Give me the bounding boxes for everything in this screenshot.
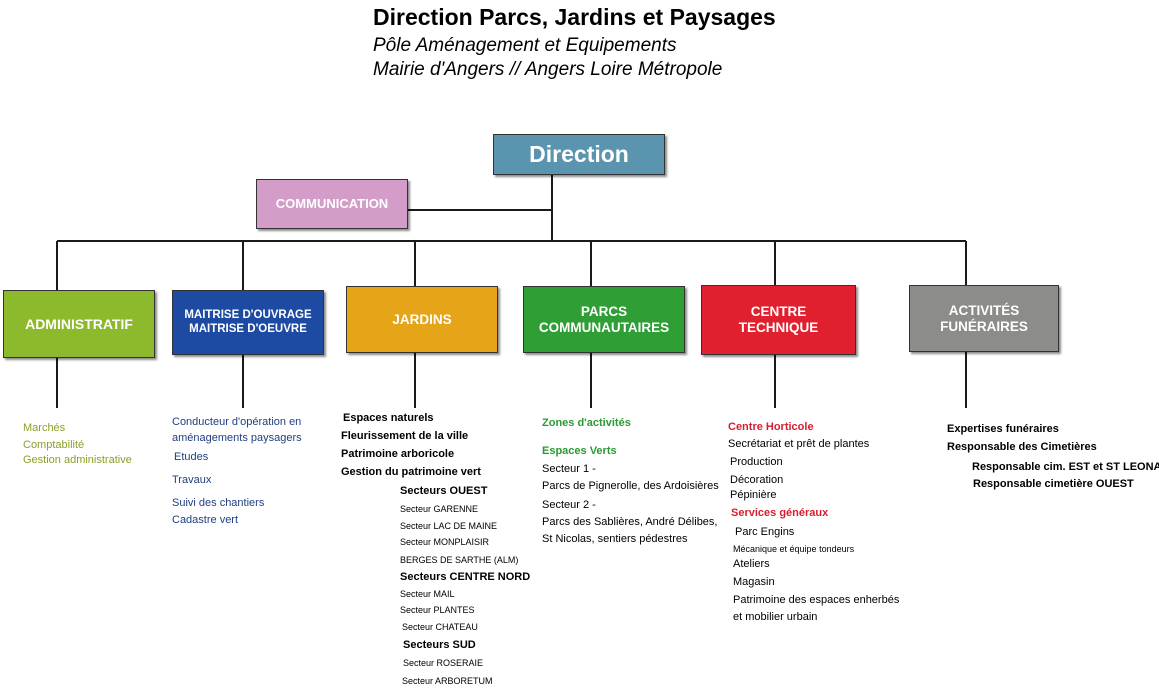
parcs-espaces-heading: Espaces Verts <box>542 445 617 457</box>
parcs-line: Secteur 2 - <box>542 499 596 511</box>
centre-item: Secrétariat et prêt de plantes <box>728 438 870 450</box>
centre-item: Patrimoine des espaces enherbés <box>733 594 900 606</box>
centre-horticole-heading: Centre Horticole <box>728 421 814 433</box>
centre-item: Mécanique et équipe tondeurs <box>733 544 855 554</box>
jardins-centre-nord-title: Secteurs CENTRE NORD <box>400 571 531 583</box>
box-jardins-label: JARDINS <box>392 311 452 327</box>
centre-item: Pépinière <box>730 489 777 501</box>
box-administratif: ADMINISTRATIF <box>3 290 155 358</box>
maitrise-item: Cadastre vert <box>172 514 239 526</box>
jardins-sud-title: Secteurs SUD <box>403 639 476 651</box>
jardins-secteur: Secteur ARBORETUM <box>402 676 493 686</box>
centre-item: Magasin <box>733 576 775 588</box>
centre-item: Production <box>730 456 783 468</box>
parcs-line: Parcs de Pignerolle, des Ardoisières <box>542 480 719 492</box>
box-maitrise: MAITRISE D'OUVRAGE MAITRISE D'OEUVRE <box>172 290 324 355</box>
parcs-line: St Nicolas, sentiers pédestres <box>542 533 688 545</box>
box-activites-label: ACTIVITÉS FUNÉRAIRES <box>940 302 1028 334</box>
jardins-secteur: Secteur ROSERAIE <box>403 658 484 668</box>
jardins-secteur: BERGES DE SARTHE (ALM) <box>400 555 519 565</box>
activites-item: Responsable cimetière OUEST <box>973 478 1134 490</box>
box-communication-label: COMMUNICATION <box>275 195 389 211</box>
maitrise-item: Suivi des chantiers <box>172 497 265 509</box>
box-centre-label: CENTRE TECHNIQUE <box>738 304 819 335</box>
jardins-secteur: Secteur MAIL <box>400 589 455 599</box>
centre-item: Parc Engins <box>735 526 795 538</box>
activites-item: Expertises funéraires <box>947 423 1059 435</box>
box-activites-funeraires: ACTIVITÉS FUNÉRAIRES <box>909 285 1059 352</box>
maitrise-item: Etudes <box>174 451 209 463</box>
admin-item: Comptabilité <box>23 439 85 451</box>
page-title: Direction Parcs, Jardins et Paysages <box>373 4 776 30</box>
box-centre-technique: CENTRE TECHNIQUE <box>701 285 856 355</box>
parcs-line: Parcs des Sablières, André Délibes, <box>542 516 718 528</box>
box-communication: COMMUNICATION <box>256 179 408 229</box>
activites-item: Responsable cim. EST et ST LEONARD <box>972 461 1159 473</box>
jardins-secteur: Secteur MONPLAISIR <box>400 537 490 547</box>
page-subtitle: Pôle Aménagement et Equipements <box>373 35 677 56</box>
jardins-secteur: Secteur PLANTES <box>400 605 475 615</box>
page-subtitle-org: Mairie d'Angers // Angers Loire Métropol… <box>373 59 723 80</box>
jardins-main-item: Espaces naturels <box>343 412 434 424</box>
activites-item: Responsable des Cimetières <box>947 441 1097 453</box>
maitrise-item: Conducteur d'opération en <box>172 416 302 428</box>
box-direction-label: Direction <box>529 141 629 168</box>
box-parcs-label: PARCS COMMUNAUTAIRES <box>538 303 670 335</box>
centre-item: Ateliers <box>733 558 770 570</box>
admin-item: Gestion administrative <box>23 454 132 466</box>
jardins-main-item: Patrimoine arboricole <box>341 448 455 460</box>
maitrise-item: Travaux <box>172 474 212 486</box>
admin-item: Marchés <box>23 422 66 434</box>
centre-item: et mobilier urbain <box>733 611 818 623</box>
jardins-main-item: Gestion du patrimoine vert <box>341 466 481 478</box>
parcs-line: Secteur 1 - <box>542 463 596 475</box>
box-direction: Direction <box>493 134 665 175</box>
jardins-secteur: Secteur CHATEAU <box>402 622 478 632</box>
maitrise-item: aménagements paysagers <box>172 432 302 444</box>
box-parcs: PARCS COMMUNAUTAIRES <box>523 286 685 353</box>
jardins-secteur: Secteur LAC DE MAINE <box>400 521 498 531</box>
centre-services-heading: Services généraux <box>731 507 829 519</box>
box-administratif-label: ADMINISTRATIF <box>25 315 133 332</box>
box-maitrise-label: MAITRISE D'OUVRAGE MAITRISE D'OEUVRE <box>184 309 312 335</box>
parcs-zones-heading: Zones d'activités <box>542 417 631 429</box>
jardins-secteur: Secteur GARENNE <box>400 504 479 514</box>
jardins-ouest-title: Secteurs OUEST <box>400 485 488 497</box>
jardins-main-item: Fleurissement de la ville <box>341 430 469 442</box>
box-jardins: JARDINS <box>346 286 498 353</box>
centre-item: Décoration <box>730 474 784 486</box>
